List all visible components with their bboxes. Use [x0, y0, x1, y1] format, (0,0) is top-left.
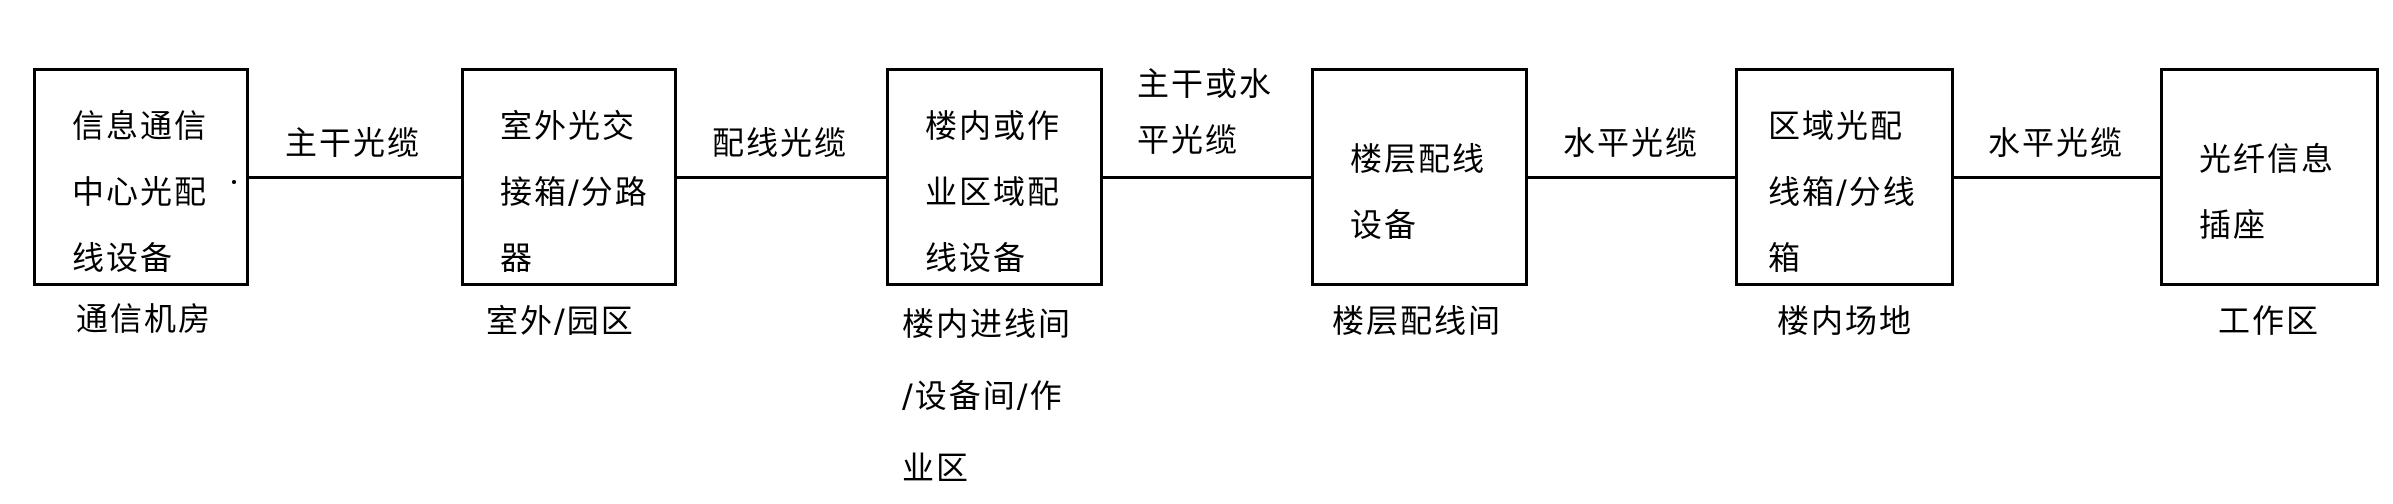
location-label-5: 楼内场地 [1777, 302, 1914, 340]
connector-line-4 [1525, 176, 1738, 179]
connector-line-1 [247, 176, 464, 179]
node-label: 信息通信 中心光配 线设备 [72, 107, 209, 277]
connector-line-5 [1951, 176, 2163, 179]
link-label-3: 主干或水 平光缆 [1137, 65, 1274, 159]
fiber-cabling-diagram: 信息通信 中心光配 线设备 室外光交 接箱/分路 器 楼内或作 业区域配 线设备… [33, 65, 2379, 487]
location-label-6: 工作区 [2218, 302, 2321, 340]
link-label-1: 主干光缆 [285, 124, 422, 162]
connector-line-2 [674, 176, 889, 179]
node-label: 楼层配线 设备 [1350, 140, 1487, 244]
location-label-4: 楼层配线间 [1332, 302, 1503, 340]
node-label: 区域光配 线箱/分线 箱 [1768, 107, 1917, 277]
node-label: 楼内或作 业区域配 线设备 [925, 107, 1062, 277]
stray-dot-mark [232, 180, 236, 184]
location-label-2: 室外/园区 [486, 302, 635, 340]
node-label: 室外光交 接箱/分路 器 [500, 107, 649, 277]
node-box-fiber-outlet: 光纤信息 插座 [2160, 68, 2379, 286]
location-label-3: 楼内进线间 /设备间/作 业区 [902, 305, 1073, 487]
location-label-1: 通信机房 [76, 300, 213, 338]
connector-line-3 [1100, 176, 1314, 179]
link-label-4: 水平光缆 [1563, 124, 1700, 162]
node-label: 光纤信息 插座 [2199, 140, 2336, 244]
link-label-2: 配线光缆 [712, 124, 849, 162]
node-box-building-distribution: 楼内或作 业区域配 线设备 [886, 68, 1103, 286]
node-box-telecom-center: 信息通信 中心光配 线设备 [33, 68, 249, 286]
node-box-floor-distribution: 楼层配线 设备 [1311, 68, 1528, 286]
node-box-outdoor-cabinet: 室外光交 接箱/分路 器 [461, 68, 677, 286]
link-label-5: 水平光缆 [1988, 124, 2125, 162]
node-box-zone-distribution: 区域光配 线箱/分线 箱 [1735, 68, 1954, 286]
